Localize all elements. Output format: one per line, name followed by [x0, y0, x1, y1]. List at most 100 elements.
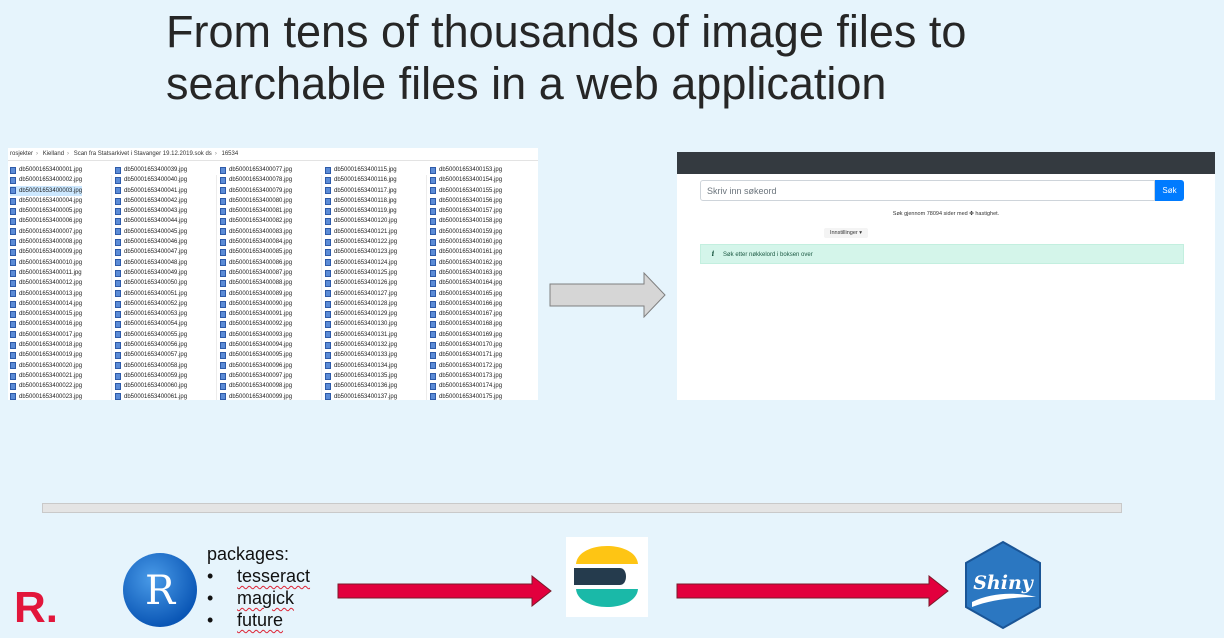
file-item[interactable]: db50001653400174.jpg [430, 381, 502, 391]
file-item[interactable]: db50001653400131.jpg [325, 330, 397, 340]
search-button[interactable]: Søk [1155, 180, 1184, 201]
file-item[interactable]: db50001653400009.jpg [10, 247, 82, 257]
file-item[interactable]: db50001653400132.jpg [325, 340, 397, 350]
file-item[interactable]: db50001653400079.jpg [220, 186, 292, 196]
file-item[interactable]: db50001653400051.jpg [115, 289, 187, 299]
file-item[interactable]: db50001653400175.jpg [430, 392, 502, 400]
file-item[interactable]: db50001653400050.jpg [115, 278, 187, 288]
file-item[interactable]: db50001653400153.jpg [430, 165, 502, 175]
file-item[interactable]: db50001653400015.jpg [10, 309, 82, 319]
file-item[interactable]: db50001653400010.jpg [10, 258, 82, 268]
file-item[interactable]: db50001653400078.jpg [220, 175, 292, 185]
file-item[interactable]: db50001653400047.jpg [115, 247, 187, 257]
file-item[interactable]: db50001653400097.jpg [220, 371, 292, 381]
file-item[interactable]: db50001653400130.jpg [325, 319, 397, 329]
breadcrumb-item[interactable]: 16534 [221, 151, 239, 157]
file-item[interactable]: db50001653400012.jpg [10, 278, 82, 288]
file-item[interactable]: db50001653400083.jpg [220, 227, 292, 237]
file-item[interactable]: db50001653400089.jpg [220, 289, 292, 299]
file-item[interactable]: db50001653400158.jpg [430, 216, 502, 226]
file-item[interactable]: db50001653400005.jpg [10, 206, 82, 216]
file-item[interactable]: db50001653400020.jpg [10, 361, 82, 371]
file-item[interactable]: db50001653400154.jpg [430, 175, 502, 185]
file-item[interactable]: db50001653400173.jpg [430, 371, 502, 381]
file-item[interactable]: db50001653400086.jpg [220, 258, 292, 268]
file-item[interactable]: db50001653400004.jpg [10, 196, 82, 206]
file-item[interactable]: db50001653400165.jpg [430, 289, 502, 299]
file-item[interactable]: db50001653400022.jpg [10, 381, 82, 391]
file-item[interactable]: db50001653400090.jpg [220, 299, 292, 309]
file-item[interactable]: db50001653400098.jpg [220, 381, 292, 391]
file-item[interactable]: db50001653400156.jpg [430, 196, 502, 206]
breadcrumb-item[interactable]: Scan fra Statsarkivet i Stavanger 19.12.… [73, 151, 212, 157]
file-item[interactable]: db50001653400058.jpg [115, 361, 187, 371]
file-item[interactable]: db50001653400123.jpg [325, 247, 397, 257]
file-item[interactable]: db50001653400137.jpg [325, 392, 397, 400]
file-item[interactable]: db50001653400002.jpg [10, 175, 82, 185]
file-item[interactable]: db50001653400119.jpg [325, 206, 397, 216]
file-item[interactable]: db50001653400126.jpg [325, 278, 397, 288]
file-item[interactable]: db50001653400046.jpg [115, 237, 187, 247]
file-item[interactable]: db50001653400003.jpg [10, 185, 83, 196]
file-item[interactable]: db50001653400021.jpg [10, 371, 82, 381]
file-item[interactable]: db50001653400162.jpg [430, 258, 502, 268]
file-item[interactable]: db50001653400125.jpg [325, 268, 397, 278]
file-item[interactable]: db50001653400099.jpg [220, 392, 292, 400]
file-item[interactable]: db50001653400011.jpg [10, 268, 82, 278]
file-item[interactable]: db50001653400054.jpg [115, 319, 187, 329]
file-item[interactable]: db50001653400166.jpg [430, 299, 502, 309]
file-item[interactable]: db50001653400135.jpg [325, 371, 397, 381]
file-item[interactable]: db50001653400013.jpg [10, 289, 82, 299]
file-item[interactable]: db50001653400023.jpg [10, 392, 82, 400]
file-item[interactable]: db50001653400055.jpg [115, 330, 187, 340]
settings-dropdown[interactable]: Innstillinger ▾ [824, 228, 868, 238]
file-item[interactable]: db50001653400039.jpg [115, 165, 187, 175]
file-item[interactable]: db50001653400093.jpg [220, 330, 292, 340]
file-item[interactable]: db50001653400171.jpg [430, 350, 502, 360]
file-item[interactable]: db50001653400127.jpg [325, 289, 397, 299]
file-item[interactable]: db50001653400136.jpg [325, 381, 397, 391]
file-item[interactable]: db50001653400052.jpg [115, 299, 187, 309]
file-item[interactable]: db50001653400161.jpg [430, 247, 502, 257]
file-item[interactable]: db50001653400094.jpg [220, 340, 292, 350]
file-item[interactable]: db50001653400018.jpg [10, 340, 82, 350]
file-item[interactable]: db50001653400048.jpg [115, 258, 187, 268]
file-item[interactable]: db50001653400133.jpg [325, 350, 397, 360]
file-item[interactable]: db50001653400091.jpg [220, 309, 292, 319]
file-item[interactable]: db50001653400042.jpg [115, 196, 187, 206]
file-item[interactable]: db50001653400117.jpg [325, 186, 397, 196]
file-item[interactable]: db50001653400088.jpg [220, 278, 292, 288]
file-item[interactable]: db50001653400006.jpg [10, 216, 82, 226]
file-item[interactable]: db50001653400077.jpg [220, 165, 292, 175]
file-item[interactable]: db50001653400045.jpg [115, 227, 187, 237]
file-item[interactable]: db50001653400085.jpg [220, 247, 292, 257]
file-item[interactable]: db50001653400169.jpg [430, 330, 502, 340]
file-item[interactable]: db50001653400014.jpg [10, 299, 82, 309]
file-item[interactable]: db50001653400116.jpg [325, 175, 397, 185]
file-item[interactable]: db50001653400168.jpg [430, 319, 502, 329]
file-item[interactable]: db50001653400164.jpg [430, 278, 502, 288]
file-item[interactable]: db50001653400060.jpg [115, 381, 187, 391]
file-item[interactable]: db50001653400043.jpg [115, 206, 187, 216]
file-item[interactable]: db50001653400019.jpg [10, 350, 82, 360]
file-item[interactable]: db50001653400092.jpg [220, 319, 292, 329]
file-item[interactable]: db50001653400084.jpg [220, 237, 292, 247]
file-item[interactable]: db50001653400049.jpg [115, 268, 187, 278]
file-item[interactable]: db50001653400096.jpg [220, 361, 292, 371]
file-item[interactable]: db50001653400170.jpg [430, 340, 502, 350]
file-item[interactable]: db50001653400157.jpg [430, 206, 502, 216]
file-item[interactable]: db50001653400128.jpg [325, 299, 397, 309]
file-item[interactable]: db50001653400172.jpg [430, 361, 502, 371]
file-item[interactable]: db50001653400080.jpg [220, 196, 292, 206]
file-item[interactable]: db50001653400041.jpg [115, 186, 187, 196]
file-item[interactable]: db50001653400120.jpg [325, 216, 397, 226]
file-item[interactable]: db50001653400118.jpg [325, 196, 397, 206]
file-item[interactable]: db50001653400044.jpg [115, 216, 187, 226]
file-item[interactable]: db50001653400160.jpg [430, 237, 502, 247]
file-item[interactable]: db50001653400059.jpg [115, 371, 187, 381]
file-item[interactable]: db50001653400095.jpg [220, 350, 292, 360]
breadcrumb-item[interactable]: Kielland [42, 151, 65, 157]
file-item[interactable]: db50001653400134.jpg [325, 361, 397, 371]
file-item[interactable]: db50001653400167.jpg [430, 309, 502, 319]
file-item[interactable]: db50001653400007.jpg [10, 227, 82, 237]
